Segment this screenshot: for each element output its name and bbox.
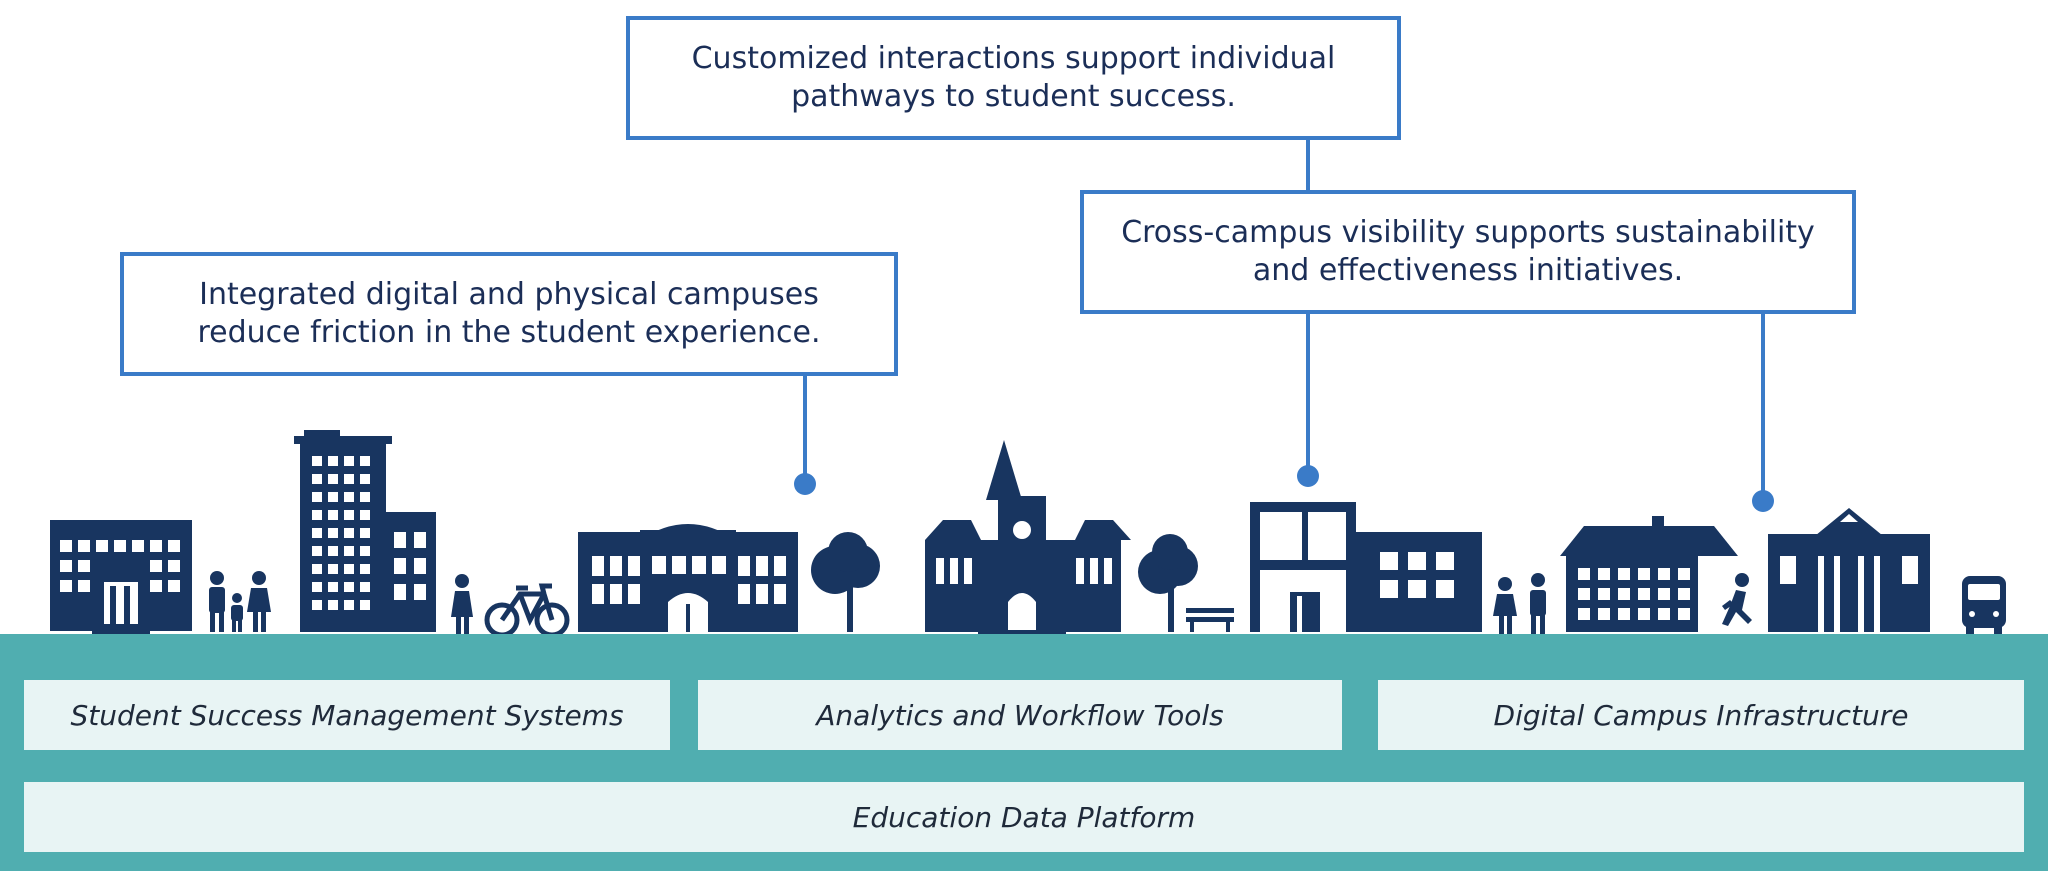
bus-icon	[1962, 576, 2006, 634]
connector-right-a-pin	[1297, 465, 1319, 487]
callout-customized-interactions: Customized interactions support individu…	[626, 16, 1401, 140]
connector-left-pin	[794, 473, 816, 495]
layer-student-success-management-systems: Student Success Management Systems	[24, 680, 670, 750]
modern-building-icon	[1250, 502, 1482, 632]
school-building-icon	[578, 524, 798, 632]
layer-digital-campus-infrastructure-label: Digital Campus Infrastructure	[1493, 698, 1909, 732]
callout-cross-campus-visibility: Cross-campus visibility supports sustain…	[1080, 190, 1856, 314]
pedestrian-icon	[451, 574, 473, 635]
layer-analytics-and-workflow-tools: Analytics and Workflow Tools	[698, 680, 1342, 750]
office-building-icon	[50, 520, 192, 638]
connector-left	[803, 376, 807, 484]
connector-top-to-right	[1306, 140, 1310, 190]
dormitory-building-icon	[1560, 516, 1738, 632]
runner-icon	[1722, 573, 1752, 626]
family-icon	[209, 571, 271, 632]
callout-customized-interactions-text: Customized interactions support individu…	[691, 41, 1336, 114]
clock-tower-hall-icon	[925, 440, 1131, 638]
library-building-icon	[1768, 508, 1930, 632]
tower-building-icon	[294, 430, 436, 632]
callout-integrated-campuses-text: Integrated digital and physical campuses…	[197, 277, 821, 350]
connector-right-b-pin	[1752, 490, 1774, 512]
bicycle-icon	[484, 583, 570, 638]
layer-analytics-and-workflow-tools-label: Analytics and Workflow Tools	[816, 698, 1224, 732]
technology-platform: Student Success Management Systems Analy…	[0, 634, 2048, 871]
layer-education-data-platform: Education Data Platform	[24, 782, 2024, 852]
connector-right-b	[1761, 314, 1765, 500]
callout-cross-campus-visibility-text: Cross-campus visibility supports sustain…	[1121, 215, 1815, 288]
layer-student-success-management-systems-label: Student Success Management Systems	[70, 698, 624, 732]
tree-icon	[811, 532, 880, 632]
callout-integrated-campuses: Integrated digital and physical campuses…	[120, 252, 898, 376]
campus-skyline	[50, 430, 2006, 638]
layer-digital-campus-infrastructure: Digital Campus Infrastructure	[1378, 680, 2024, 750]
connector-right-a	[1306, 314, 1310, 476]
bench-icon	[1186, 608, 1234, 632]
students-icon	[1493, 573, 1546, 634]
tree-icon	[1138, 534, 1198, 632]
layer-education-data-platform-label: Education Data Platform	[852, 800, 1196, 834]
